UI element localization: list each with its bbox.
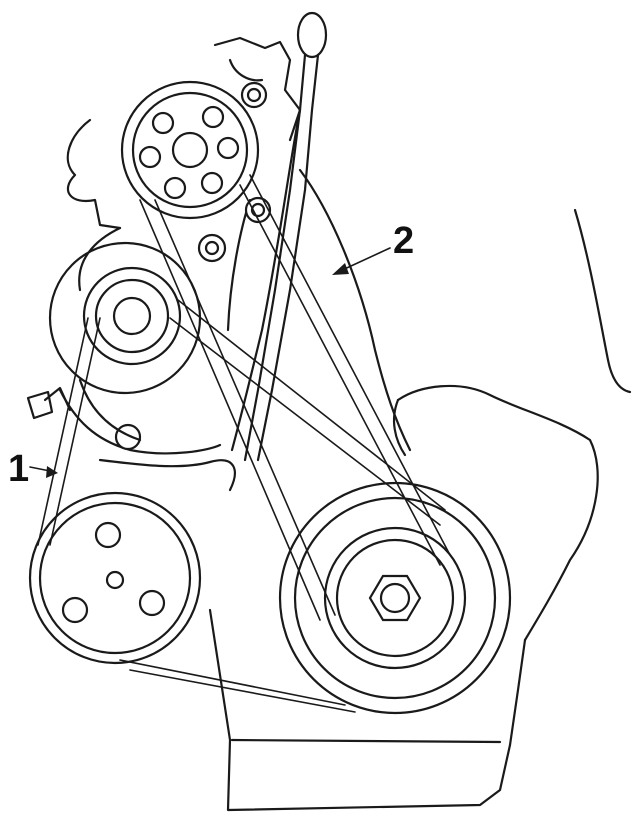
belt-1	[37, 299, 446, 713]
callout-leader-2	[332, 247, 391, 275]
callout-leader-1	[29, 466, 58, 478]
water-pump-pulley	[120, 80, 260, 220]
power-steering-pulley	[28, 491, 202, 665]
callout-label-2: 2	[393, 220, 415, 262]
belt-2	[139, 174, 451, 621]
crankshaft-pulley	[278, 481, 512, 715]
dipstick	[243, 11, 328, 462]
engine-block-outline	[26, 36, 632, 812]
callout-label-1: 1	[8, 448, 30, 490]
